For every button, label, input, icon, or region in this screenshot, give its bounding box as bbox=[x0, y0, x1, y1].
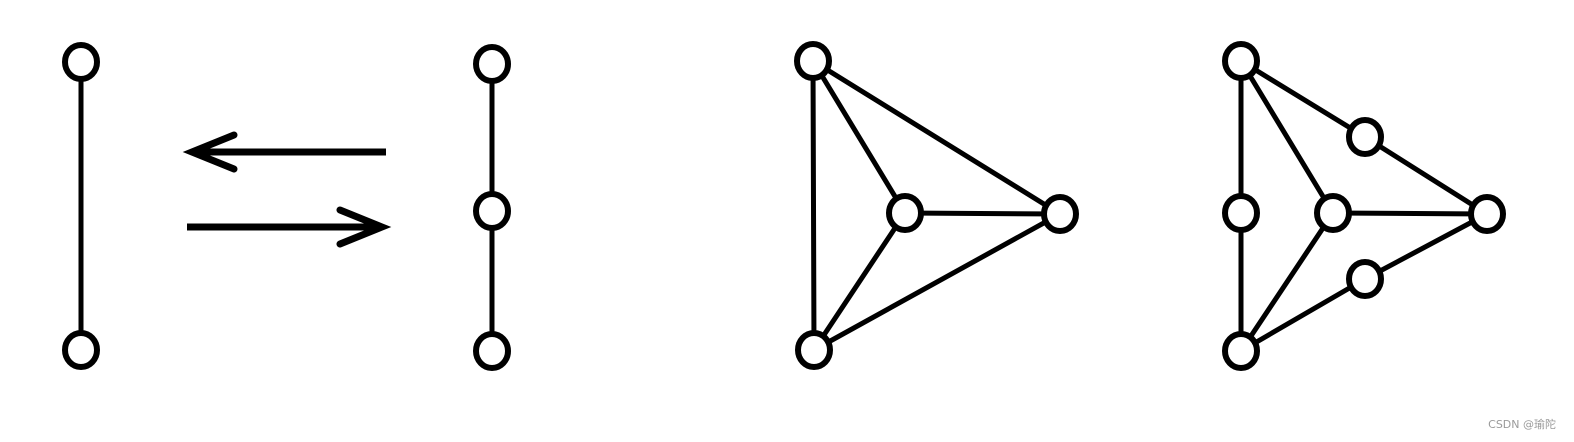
bidirectional-arrows-panel bbox=[182, 131, 392, 248]
subdivided-k4-graph-edge-top-upper-mid bbox=[1238, 58, 1368, 140]
subdivided-k4-graph-node-right bbox=[1468, 194, 1506, 234]
k4-graph-node-top bbox=[794, 41, 832, 81]
subdivided-k4-graph-node-lower-mid bbox=[1346, 259, 1384, 299]
subdivided-edge-node-m bbox=[473, 191, 511, 231]
k4-graph-node-center bbox=[886, 193, 924, 233]
k4-graph-panel bbox=[794, 41, 1079, 370]
subdivided-k4-graph-edge-lower-mid-right bbox=[1362, 211, 1490, 282]
subdivided-edge-node-a bbox=[473, 44, 511, 84]
subdivided-k4-graph-node-center bbox=[1314, 193, 1352, 233]
subdivided-k4-graph-edge-upper-mid-right bbox=[1362, 134, 1490, 217]
subdivided-k4-graph-panel bbox=[1222, 41, 1506, 371]
single-edge-node-b bbox=[62, 330, 100, 370]
k4-graph-edge-center-right bbox=[902, 210, 1063, 217]
k4-graph-edge-top-right bbox=[810, 58, 1063, 217]
subdivided-k4-graph-node-upper-mid bbox=[1346, 117, 1384, 157]
arrow-left-head bbox=[182, 131, 238, 173]
subdivided-k4-graph-edge-top-center bbox=[1238, 58, 1336, 216]
k4-graph-edge-center-bottom bbox=[811, 210, 908, 353]
single-edge-panel bbox=[62, 42, 100, 370]
subdivided-k4-graph-edge-bottom-lower-mid bbox=[1238, 276, 1368, 354]
subdivided-k4-graph-edge-center-right bbox=[1330, 210, 1490, 217]
subdivided-edge-panel bbox=[473, 44, 511, 371]
arrow-left bbox=[182, 131, 386, 173]
arrow-right bbox=[187, 206, 392, 248]
k4-graph-node-bottom bbox=[795, 330, 833, 370]
k4-graph-edge-top-bottom bbox=[810, 58, 817, 353]
subdivided-k4-graph-node-left-mid bbox=[1222, 193, 1260, 233]
subdivided-k4-graph-node-top bbox=[1222, 41, 1260, 81]
csdn-watermark: CSDN @瑜陀 bbox=[1488, 418, 1556, 431]
single-edge-node-a bbox=[62, 42, 100, 82]
subdivided-edge-node-b bbox=[473, 331, 511, 371]
k4-graph-node-right bbox=[1041, 194, 1079, 234]
subdivided-k4-graph-edge-center-bottom bbox=[1238, 210, 1336, 354]
arrow-right-head bbox=[336, 206, 392, 248]
k4-graph-edge-top-center bbox=[810, 58, 908, 216]
subdivided-k4-graph-node-bottom bbox=[1222, 331, 1260, 371]
k4-graph-edge-bottom-right bbox=[811, 211, 1063, 353]
